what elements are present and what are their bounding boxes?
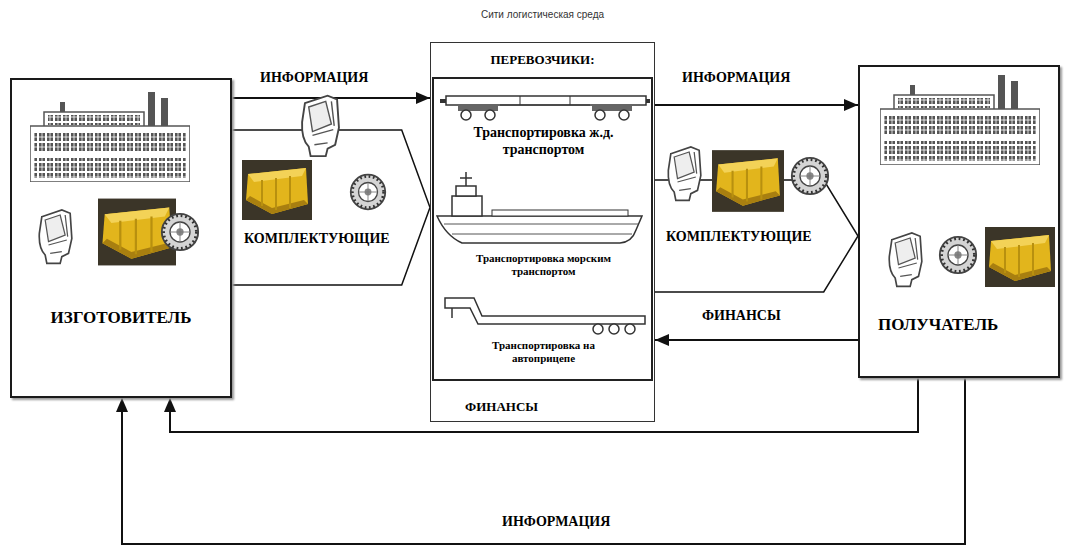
rail-wagon [440, 96, 650, 120]
sea-transport: Транспортировка морским транспортом [434, 168, 653, 288]
ship-mast [460, 172, 472, 186]
edge-label-anchor: ИНФОРМАЦИЯ [680, 70, 792, 87]
ship-hatch [492, 210, 628, 216]
wagon-wheel [595, 110, 605, 120]
flow-label: КОМПЛЕКТУЮЩИЕ [664, 229, 814, 246]
carrier-panel: ПЕРЕВОЗЧИКИ: ФИНАНСЫ Транспортировка ж.д. … [430, 42, 655, 422]
hollow-flow-arrow [232, 130, 430, 285]
hull-line [444, 224, 638, 234]
transport-caption: Транспортировка морским транспортом [456, 252, 631, 278]
transport-caption: Транспортировка ж.д. транспортом [464, 125, 624, 159]
trailer-leg [451, 308, 453, 318]
wagon-frame [500, 96, 590, 105]
flow-label: КОМПЛЕКТУЮЩИЕ [242, 231, 392, 248]
flow-label: ИНФОРМАЦИЯ [500, 514, 612, 531]
cab-icon [889, 233, 922, 286]
edge-label-anchor: ИНФОРМАЦИЯ [500, 514, 612, 531]
wheel-icon [792, 158, 828, 194]
ship-superstructure [452, 196, 482, 216]
wagon-wheel [619, 110, 629, 120]
edge-label-anchor: ИНФОРМАЦИЯ [258, 70, 370, 87]
flow-label: ИНФОРМАЦИЯ [258, 70, 370, 87]
flow-label: ИНФОРМАЦИЯ [680, 70, 792, 87]
title-anchor: Сити логистическая среда [430, 9, 655, 21]
flow-arrow [122, 378, 965, 544]
trailer-transport: Транспортировка на автоприцепе [434, 293, 653, 379]
wagon-wheel [461, 110, 471, 120]
ship-bridge [456, 186, 476, 196]
flow-arrow [170, 378, 918, 432]
cab-icon [302, 96, 339, 156]
trailer-wheel [593, 324, 603, 334]
trailer-deck [445, 298, 645, 324]
wagon-body [446, 96, 646, 105]
flow-arrow [655, 104, 858, 106]
wheel-icon [162, 214, 198, 250]
cargo-ship [437, 172, 642, 243]
edge-label-anchor: КОМПЛЕКТУЮЩИЕ [242, 231, 392, 248]
wheel-icon [351, 175, 386, 210]
edge-label-anchor: КОМПЛЕКТУЮЩИЕ [664, 229, 814, 246]
factory-icon [30, 92, 190, 182]
edge-label-anchor: ФИНАНСЫ [700, 308, 783, 325]
flow-arrow [655, 339, 858, 341]
dump-body-photo [985, 227, 1055, 287]
carrier-frame [433, 78, 652, 380]
cab-icon [668, 147, 701, 200]
panel-heading: ПЕРЕВОЗЧИКИ: [490, 52, 594, 68]
coupler [440, 99, 446, 103]
finance-note: ФИНАНСЫ [465, 399, 538, 415]
lowbed-trailer [445, 298, 645, 334]
trailer-wheel [609, 324, 619, 334]
rail-transport: Транспортировка ж.д. транспортом [434, 85, 653, 173]
factory-icon [880, 75, 1040, 165]
wheel-icon [940, 237, 976, 273]
dump-body-photo [242, 160, 312, 220]
trailer-wheel [625, 324, 635, 334]
diagram-title: Сити логистическая среда [481, 9, 604, 21]
cab-icon [39, 210, 72, 263]
receiver-box: ПОЛУЧАТЕЛЬ [858, 65, 1060, 378]
ship-hull [437, 216, 642, 243]
producer-box: ИЗГОТОВИТЕЛЬ [10, 78, 232, 398]
dump-body-photo [712, 150, 784, 212]
flow-label: ФИНАНСЫ [700, 308, 783, 325]
node-title: ИЗГОТОВИТЕЛЬ [50, 308, 191, 328]
wagon-wheel [485, 110, 495, 120]
node-title: ПОЛУЧАТЕЛЬ [878, 315, 998, 335]
transport-caption: Транспортировка на автоприцепе [484, 339, 604, 365]
coupler [646, 99, 650, 103]
